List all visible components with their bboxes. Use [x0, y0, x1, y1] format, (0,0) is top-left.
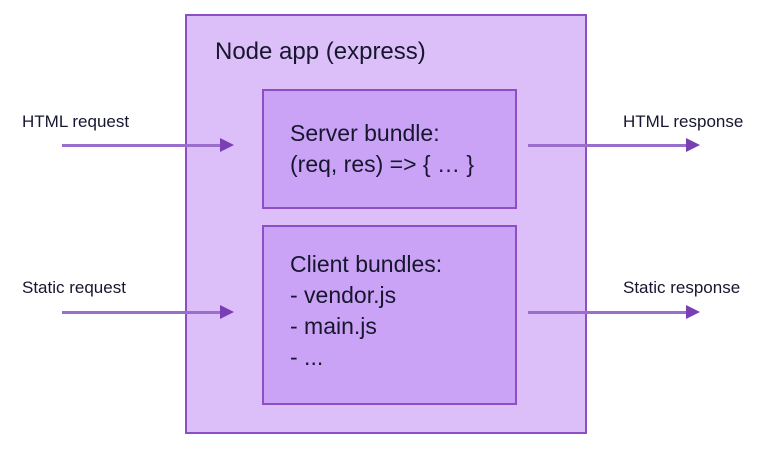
- static-response-arrow-icon: [528, 305, 700, 319]
- arrow-line: [528, 144, 687, 147]
- client-bundles-line-1: Client bundles:: [290, 251, 443, 277]
- server-bundle-text: Server bundle: (req, res) => { … }: [290, 118, 474, 180]
- html-response-arrow-icon: [528, 138, 700, 152]
- client-bundles-box: Client bundles: - vendor.js - main.js - …: [262, 225, 517, 405]
- server-bundle-line-2: (req, res) => { … }: [290, 151, 475, 177]
- client-bundles-text: Client bundles: - vendor.js - main.js - …: [290, 249, 442, 373]
- arrow-head: [220, 305, 234, 319]
- static-request-arrow-icon: [62, 305, 234, 319]
- node-app-title: Node app (express): [215, 38, 426, 65]
- arrow-line: [62, 144, 221, 147]
- arrow-line: [62, 311, 221, 314]
- static-request-label: Static request: [22, 278, 126, 297]
- arrow-head: [686, 305, 700, 319]
- client-bundles-line-2: - vendor.js: [290, 282, 397, 308]
- client-bundles-line-4: - ...: [290, 344, 324, 370]
- arrow-head: [686, 138, 700, 152]
- html-request-arrow-icon: [62, 138, 234, 152]
- html-response-label: HTML response: [623, 112, 744, 131]
- server-bundle-box: Server bundle: (req, res) => { … }: [262, 89, 517, 209]
- server-bundle-line-1: Server bundle:: [290, 120, 440, 146]
- arrow-head: [220, 138, 234, 152]
- client-bundles-line-3: - main.js: [290, 313, 377, 339]
- static-response-label: Static response: [623, 278, 741, 297]
- arrow-line: [528, 311, 687, 314]
- html-request-label: HTML request: [22, 112, 130, 131]
